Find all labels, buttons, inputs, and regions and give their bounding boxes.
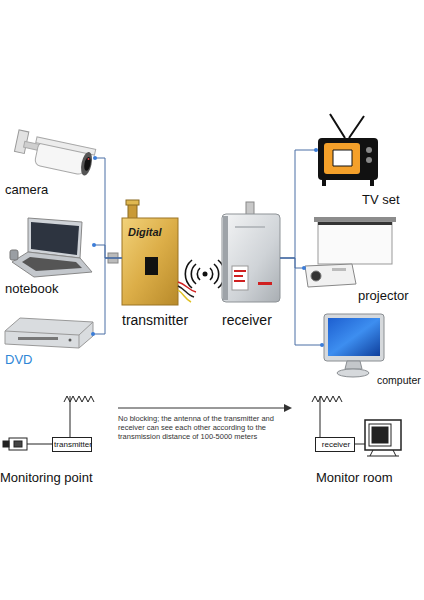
notebook-illustration <box>10 218 92 277</box>
schematic-monitoring-point <box>3 396 94 450</box>
node-label: receiver <box>222 312 272 329</box>
node-label: transmitter <box>122 312 188 329</box>
node-label: computer <box>377 374 421 387</box>
signal-line <box>280 258 304 268</box>
node-label: TV set <box>362 192 400 208</box>
receiver-node: receiver <box>222 214 280 302</box>
joint-dot <box>314 148 318 152</box>
schematic-receiver-box: receiver <box>315 437 355 452</box>
computer-illustration <box>324 314 384 377</box>
node-label: notebook <box>5 281 59 297</box>
notebook-node: notebook <box>10 215 94 278</box>
node-label: transmitter <box>53 440 93 450</box>
node-label: camera <box>5 182 48 198</box>
transmitter-node: Digitaltransmitter <box>122 218 178 305</box>
node-label: receiver <box>316 440 356 450</box>
range-arrow <box>118 404 292 412</box>
receiver-device <box>222 202 280 302</box>
joint-dot <box>320 343 324 347</box>
joint-dot <box>93 156 97 160</box>
camera-illustration <box>13 130 97 177</box>
signal-line <box>280 258 322 345</box>
place-label: Monitoring point <box>0 470 93 486</box>
node-label: DVD <box>5 352 32 368</box>
joint-dot <box>92 243 96 247</box>
camera-node: camera <box>15 136 95 178</box>
note-text: No blocking; the antenna of the transmit… <box>118 414 300 441</box>
node-label: projector <box>358 288 409 304</box>
dvd-node: DVD <box>5 317 93 349</box>
tv-illustration <box>318 114 378 186</box>
computer-node: computer <box>322 313 384 375</box>
wireless-symbol <box>185 260 224 288</box>
signal-line <box>94 245 122 258</box>
dvd-player-illustration <box>5 318 93 348</box>
place-label: Monitor room <box>316 470 393 486</box>
tv-node: TV set <box>316 112 380 186</box>
signal-line <box>280 150 316 258</box>
signal-line <box>93 258 122 334</box>
projector-node: projector <box>304 216 394 286</box>
joint-dot <box>302 266 306 270</box>
joint-dot <box>91 332 95 336</box>
schematic-monitor-room <box>312 396 401 456</box>
schematic-transmitter-box: transmitter <box>52 437 92 452</box>
transmitter-device <box>122 200 196 305</box>
projector-illustration <box>305 217 396 287</box>
device-marking: Digital <box>128 226 162 239</box>
signal-line <box>95 158 122 258</box>
